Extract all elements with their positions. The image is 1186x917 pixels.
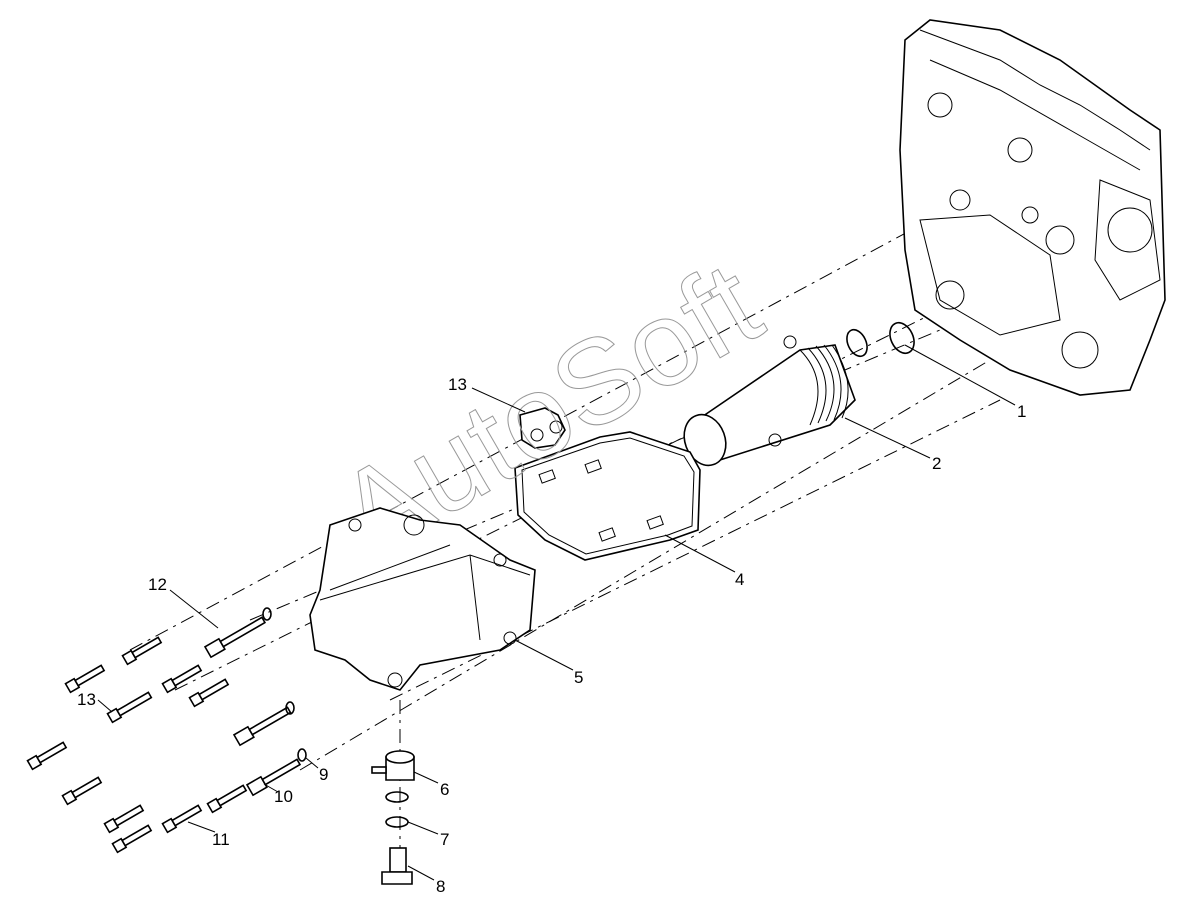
callout-8: 8 [436,877,445,896]
bolts [26,616,302,854]
callout-13-stud: 13 [77,690,96,709]
gasket-plate [514,431,701,561]
oil-cooler [683,335,856,467]
o-ring-seals [846,321,915,358]
engine-block [899,19,1166,396]
callout-6: 6 [440,780,449,799]
leader-lines [97,344,1016,881]
fitting-assembly [371,750,415,885]
callout-10: 10 [274,787,293,806]
oil-filter-housing [309,507,536,691]
callouts: 1 2 13 4 5 12 13 6 7 8 9 10 11 [77,375,1026,896]
callout-4: 4 [735,570,744,589]
callout-12: 12 [148,575,167,594]
gasket-small [519,407,566,449]
callout-7: 7 [440,830,449,849]
callout-9: 9 [319,765,328,784]
callout-1: 1 [1017,402,1026,421]
callout-13-gasket: 13 [448,375,467,394]
callout-11: 11 [212,830,230,849]
washers [262,607,307,762]
callout-2: 2 [932,454,941,473]
callout-5: 5 [574,668,583,687]
